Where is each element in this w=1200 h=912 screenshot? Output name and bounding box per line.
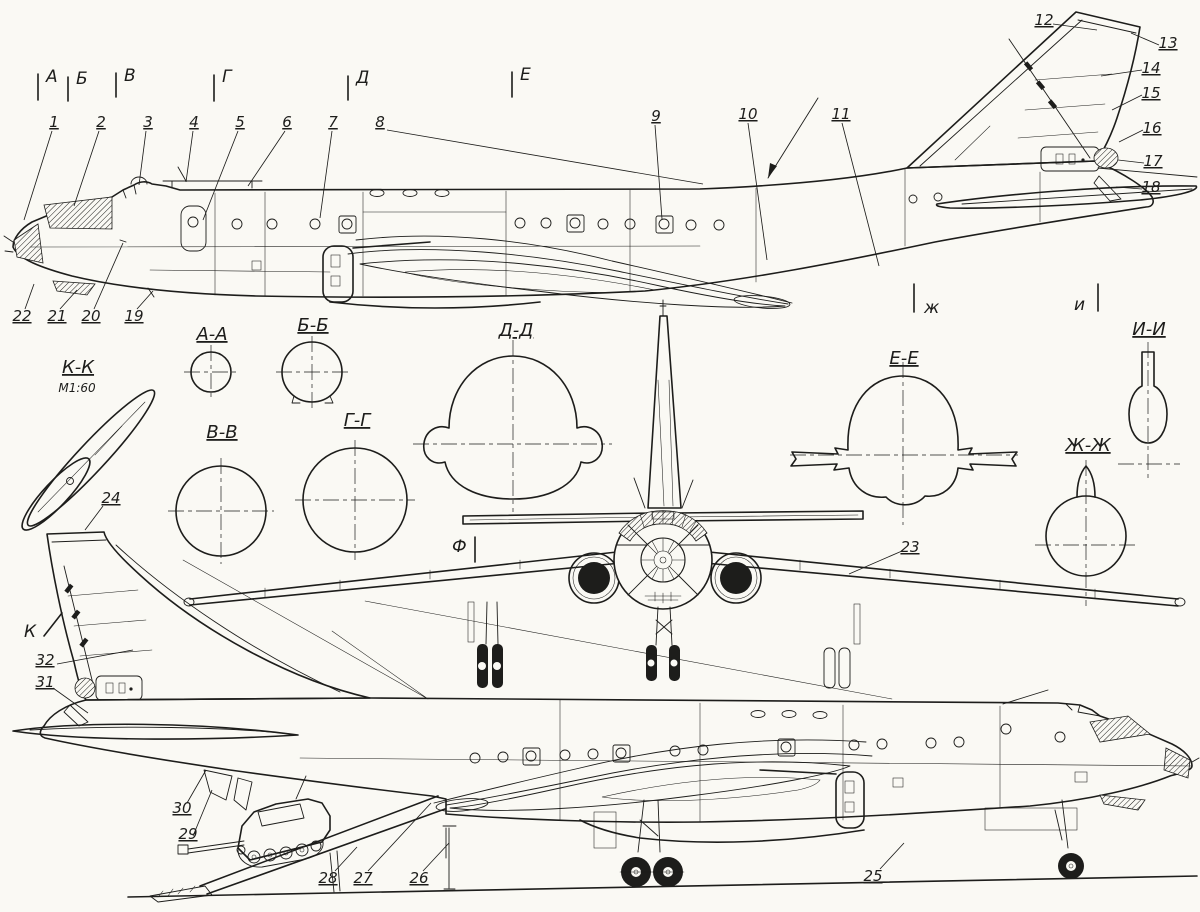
station-marker-d: Д [355, 68, 369, 88]
cut-marker-f: Ф [452, 537, 467, 557]
section-label-i-i: И-И [1132, 319, 1165, 340]
cut-marker-k: К [24, 622, 37, 642]
projection-lines [182, 97, 893, 700]
wing-nacelle-top-view [322, 235, 793, 309]
section-label-v-v: В-В [206, 422, 237, 443]
section-label-zh-zh: Ж-Ж [1064, 435, 1111, 456]
crew-door [180, 205, 207, 252]
section-label-g-g: Г-Г [344, 410, 373, 431]
cut-marker-zh: ж [923, 298, 940, 318]
portholes-top-view [187, 192, 943, 271]
callout-28: 28 [318, 869, 337, 887]
station-marker-a: А [45, 67, 58, 87]
callout-25: 25 [863, 867, 882, 885]
section-v-v [168, 458, 274, 564]
callout-10: 10 [738, 105, 757, 123]
callout-9: 9 [651, 107, 661, 125]
ground-line [127, 875, 1198, 898]
top-side-view [3, 11, 1198, 309]
section-e-e [790, 362, 1018, 525]
cross-sections [21, 336, 1180, 606]
callout-8: 8 [375, 113, 385, 131]
station-markers: А Б В Г Д Е [37, 65, 531, 102]
section-d-d [413, 340, 612, 512]
section-zh-zh [1035, 460, 1138, 606]
callout-22: 22 [12, 307, 31, 325]
callout-13: 13 [1158, 34, 1177, 52]
callout-27: 27 [353, 869, 373, 887]
callout-numbers: 1 2 3 4 5 6 7 8 9 10 11 12 13 14 15 16 1… [12, 11, 1177, 887]
callout-15: 15 [1141, 84, 1160, 102]
callout-19: 19 [124, 307, 143, 325]
callout-3: 3 [143, 113, 153, 131]
callout-16: 16 [1142, 119, 1161, 137]
callout-5: 5 [235, 113, 245, 131]
tracked-vehicle [177, 775, 331, 868]
callout-1: 1 [49, 113, 59, 131]
callout-18: 18 [1141, 178, 1160, 196]
callout-20: 20 [81, 307, 100, 325]
bottom-side-view [12, 531, 1200, 903]
callout-11: 11 [831, 105, 850, 123]
portholes-bottom-view [469, 723, 1088, 788]
callout-23: 23 [900, 538, 919, 556]
callout-12: 12 [1034, 11, 1053, 29]
section-g-g [295, 440, 415, 560]
tail-support-jack [442, 825, 457, 890]
front-view [183, 299, 1186, 689]
loading-ramp [149, 795, 446, 903]
callout-leaders [23, 23, 1160, 872]
callout-30: 30 [172, 799, 191, 817]
station-marker-v: В [124, 66, 136, 86]
section-b-b [276, 336, 348, 408]
callout-31: 31 [35, 673, 54, 691]
section-a-a [184, 345, 238, 399]
station-marker-b: Б [76, 69, 88, 89]
callout-21: 21 [47, 307, 66, 325]
section-label-a-a: А-А [195, 324, 227, 345]
fin-blister-bottom [74, 677, 96, 699]
section-label-b-b: Б-Б [297, 315, 328, 336]
front-view-landing-gear [467, 601, 861, 689]
callout-7: 7 [328, 113, 338, 131]
callout-29: 29 [178, 825, 197, 843]
cut-marker-i: и [1074, 295, 1085, 315]
callout-32: 32 [35, 651, 54, 669]
callout-17: 17 [1143, 152, 1163, 170]
station-marker-e: Е [520, 65, 531, 85]
callout-6: 6 [282, 113, 292, 131]
section-label-k-k: К-К [62, 357, 95, 378]
wing-nacelle-bottom-view [433, 739, 873, 843]
cut-plane-markers: ж и Ф К [24, 283, 1099, 642]
section-label-e-e: Е-Е [889, 348, 919, 369]
callout-24: 24 [101, 489, 120, 507]
fin-blister [1093, 147, 1119, 169]
section-label-d-d: Д-Д [498, 320, 534, 341]
section-i-i [1118, 342, 1180, 478]
callout-2: 2 [96, 113, 106, 131]
section-labels: А-А Б-Б В-В Г-Г Д-Д Е-Е Ж-Ж И-И К-К М1:6… [58, 315, 1165, 456]
callout-4: 4 [189, 113, 199, 131]
section-k-k [21, 389, 156, 531]
bottom-view-landing-gear [593, 799, 1084, 887]
callout-14: 14 [1141, 59, 1160, 77]
station-marker-g: Г [222, 67, 233, 87]
section-scale-note: М1:60 [58, 381, 96, 395]
callout-26: 26 [409, 869, 428, 887]
